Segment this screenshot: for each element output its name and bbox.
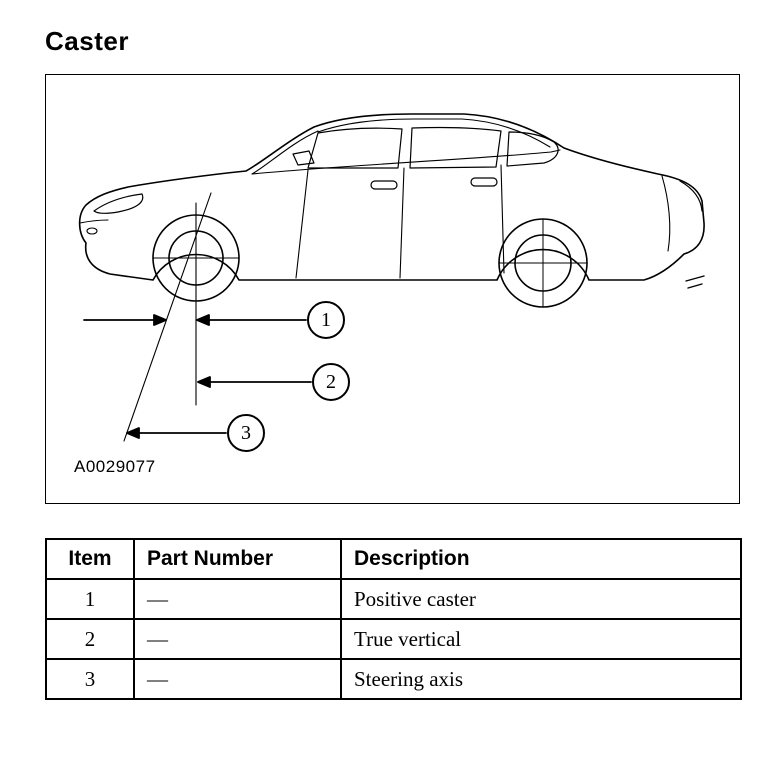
column-header-description: Description [340,538,742,580]
roof-inner-line [317,118,551,148]
cell-part-number: — [133,658,342,700]
front-door-seam [295,169,309,279]
callout-arrows [83,314,312,439]
callout3-arrow-head [126,427,140,439]
steering-axis-line [123,192,212,442]
cell-part-number: — [133,618,342,660]
table-row: 1 — Positive caster [45,578,742,620]
side-mirror [292,150,315,166]
measurement-lines [123,192,212,442]
windshield-line [251,130,319,175]
callout-2: 2 [312,363,350,401]
exhaust-detail [685,275,705,289]
rear-door-window [409,126,502,169]
cell-item: 2 [45,618,135,660]
rear-door-seam [500,164,505,274]
parts-table: Item Part Number Description 1 — Positiv… [45,538,742,700]
beltline [251,149,561,175]
front-door-window [307,127,403,169]
car-body [78,113,705,289]
callout2-arrow-head [197,376,211,388]
quarter-window [506,131,559,167]
front-door-handle [370,180,398,190]
cell-part-number: — [133,578,342,620]
bumper-seam [79,219,109,224]
callout-1: 1 [307,301,345,339]
figure-id-label: A0029077 [74,457,156,476]
caster-left-arrow-head [153,314,167,326]
table-row: 3 — Steering axis [45,658,742,700]
headlight [93,193,144,214]
callout1-arrow-head [196,314,210,326]
b-pillar-seam [399,167,405,279]
trunk-seam [661,175,671,252]
callout-3: 3 [227,414,265,452]
column-header-part-number: Part Number [133,538,342,580]
cell-item: 1 [45,578,135,620]
page-title: Caster [45,26,129,56]
taillight-line [679,180,703,212]
car-silhouette [78,113,705,281]
side-marker [86,227,98,235]
cell-description: Steering axis [340,658,742,700]
rear-wheel [498,218,588,308]
rear-door-handle [470,177,498,187]
table-row: 2 — True vertical [45,618,742,660]
cell-description: True vertical [340,618,742,660]
car-illustration [78,113,705,442]
column-header-item: Item [45,538,135,580]
table-header-row: Item Part Number Description [45,538,742,580]
figure-panel: 1 2 3 A0029077 [45,74,740,504]
cell-description: Positive caster [340,578,742,620]
cell-item: 3 [45,658,135,700]
